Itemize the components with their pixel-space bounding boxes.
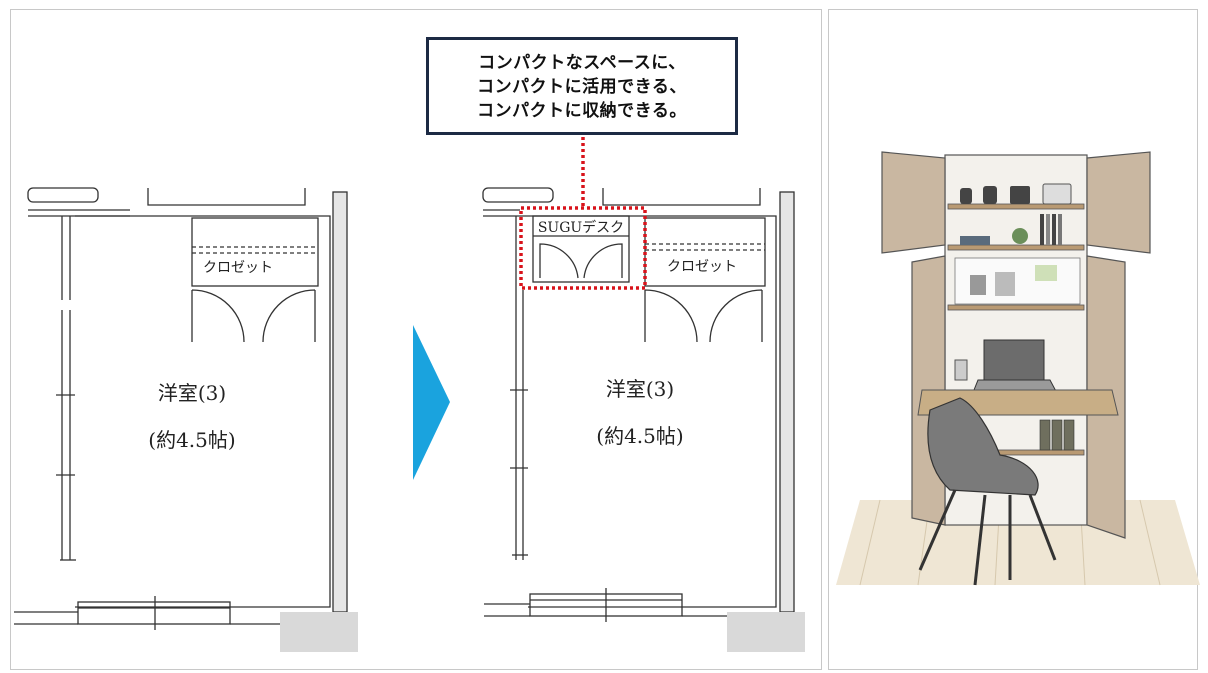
callout-line-3: コンパクトに収納できる。 [477,101,687,121]
bath-fixture [602,188,761,206]
right-wall [332,191,348,613]
feature-callout: コンパクトなスペースに、 コンパクトに活用できる、 コンパクトに収納できる。 [426,37,738,135]
closet [644,217,766,287]
closet-door-left [644,289,698,343]
corner-block [280,612,358,652]
closet-door-right [709,289,763,343]
chair [927,397,1039,496]
closet [191,217,319,287]
upper-door-left [881,151,946,254]
closet-door-right [262,289,316,343]
highlight-box [519,206,647,290]
closet-label: クロゼット [203,260,273,276]
corner-block [727,612,805,652]
arrow-right-icon [413,325,450,480]
laptop [983,339,1045,381]
room-name: 洋室(3) [158,381,226,405]
sink-fixture [482,187,554,203]
floor-plan-before [14,187,358,652]
sugu-desk [532,215,630,283]
right-wall [779,191,795,613]
callout-line-2: コンパクトに活用できる、 [477,77,687,97]
bath-fixture [147,188,306,206]
sugu-desk-illustration [836,151,1200,586]
upper-door-right [1086,151,1151,254]
closet-door-left [191,289,245,343]
callout-line-1: コンパクトなスペースに、 [478,53,686,73]
room-name: 洋室(3) [606,377,674,401]
sink-fixture [27,187,99,203]
room-size: (約4.5帖) [148,428,235,452]
window [77,601,231,625]
room-size: (約4.5帖) [596,424,683,448]
desk-label: SUGUデスク [538,219,624,236]
floor-plan-after [482,187,805,652]
closet-label: クロゼット [667,259,737,275]
desk-highlight [519,137,647,290]
